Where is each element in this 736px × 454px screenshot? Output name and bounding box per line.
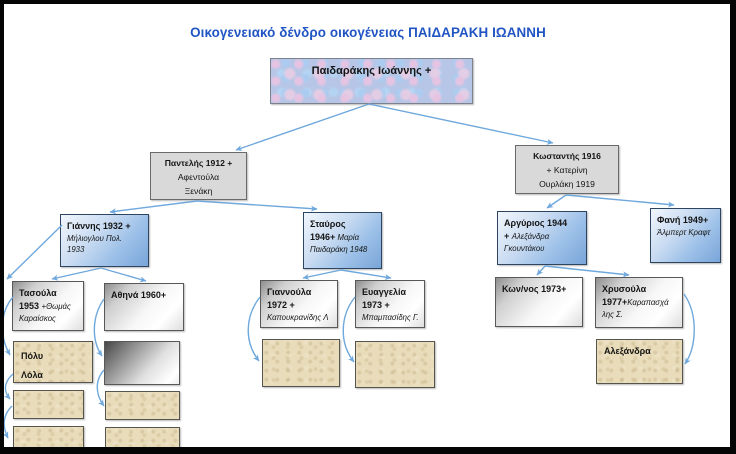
- person-name: Παντελής 1912 +: [164, 158, 233, 168]
- spouse-surname: Καραίσκος: [19, 313, 56, 323]
- person-name: Τασούλα: [19, 288, 57, 298]
- spouse-year: 1933: [67, 244, 85, 254]
- person-name: Γιαννούλα: [267, 287, 312, 297]
- node-unnamed-gray: [104, 341, 180, 385]
- person-name: Παιδαράκης Ιωάννης +: [311, 65, 432, 77]
- person-name: Αλεξάνδρα: [604, 346, 651, 356]
- node-fani: Φανή 1949+ Άλμπερτ Κραφτ: [650, 208, 721, 263]
- node-poly-lola: Πόλυ Λόλα: [13, 341, 93, 383]
- person-name: Φανή 1949+: [657, 215, 709, 225]
- marriage-line: 1973 +: [362, 299, 390, 310]
- node-stavros: Σταύρος 1946+ Μαρία Παιδαράκη 1948: [303, 212, 382, 269]
- node-kostantis: Κωσταντής 1916 + Κατερίνη Ουρλάκη 1919: [515, 145, 619, 194]
- marriage-line: + Αλεξάνδρα: [504, 230, 550, 241]
- node-tasoula: Τασούλα 1953 +Θωμάς Καραίσκος: [12, 281, 84, 331]
- node-pantelis: Παντελής 1912 + Αφεντούλα Ξενάκη: [150, 152, 247, 200]
- node-athina: Αθηνά 1960+: [104, 283, 184, 331]
- person-name: Χρυσούλα: [602, 284, 647, 294]
- marriage-line: 1946+ Μαρία: [310, 231, 360, 242]
- node-empty-5: [13, 426, 84, 448]
- node-evangelia: Ευαγγελία 1973 + Μπαμπασίδης Γ.: [355, 280, 425, 328]
- spouse-name: Μπαμπασίδης Γ.: [362, 312, 419, 322]
- node-giannis: Γιάννης 1932 + Μήλιογλου Πολ. 1933: [60, 214, 149, 267]
- spouse-name: Αφεντούλα: [177, 171, 220, 182]
- person-name: Σταύρος: [310, 219, 346, 229]
- spouse-name: Καπουκρανίδης Λ: [267, 312, 329, 322]
- person-name: Κων/νος 1973+: [502, 284, 567, 294]
- spouse-name: Άλμπερτ Κραφτ: [657, 227, 711, 237]
- node-empty-3: [13, 390, 84, 419]
- spouse-surname: Παιδαράκη 1948: [310, 244, 368, 254]
- person-name: Αθηνά 1960+: [111, 290, 167, 300]
- person-name: Γιάννης 1932 +: [67, 221, 131, 231]
- person-name: Ευαγγελία: [362, 287, 407, 297]
- marriage-line: 1972 +: [267, 299, 295, 310]
- node-empty-4: [105, 391, 180, 420]
- node-giannoula: Γιαννούλα 1972 + Καπουκρανίδης Λ: [260, 280, 338, 328]
- node-alexandra: Αλεξάνδρα: [596, 339, 683, 384]
- node-chrysoula: Χρυσούλα 1977+Καραπασχά λης Σ.: [595, 277, 683, 328]
- spouse-surname: Ξενάκη: [184, 185, 213, 196]
- page-title: Οικογενειακό δένδρο οικογένειας ΠΑΙΔΑΡΑΚ…: [190, 25, 546, 40]
- person-name: Αργύριος 1944: [504, 218, 568, 228]
- marriage-line: 1977+Καραπασχά: [602, 296, 669, 307]
- node-empty-1: [262, 339, 340, 387]
- node-konnos: Κων/νος 1973+: [495, 277, 583, 327]
- marriage-line: 1953 +Θωμάς: [19, 300, 71, 311]
- spouse-surname: λης Σ.: [602, 309, 623, 319]
- person-name: Πόλυ: [21, 351, 44, 361]
- spouse-name: + Κατερίνη: [546, 164, 588, 175]
- node-argyrios: Αργύριος 1944 + Αλεξάνδρα Γκουντάκου: [497, 211, 587, 265]
- node-empty-6: [105, 427, 180, 448]
- spouse-surname: Ουρλάκη 1919: [539, 178, 595, 189]
- spouse-name: Μήλιογλου Πολ.: [67, 233, 122, 243]
- node-paidarakis-ioannis: Παιδαράκης Ιωάννης +: [270, 58, 473, 104]
- node-empty-2: [355, 341, 435, 388]
- spouse-surname: Γκουντάκου: [504, 243, 545, 253]
- person-name: Κωσταντής 1916: [533, 151, 601, 161]
- person-name: Λόλα: [21, 370, 43, 381]
